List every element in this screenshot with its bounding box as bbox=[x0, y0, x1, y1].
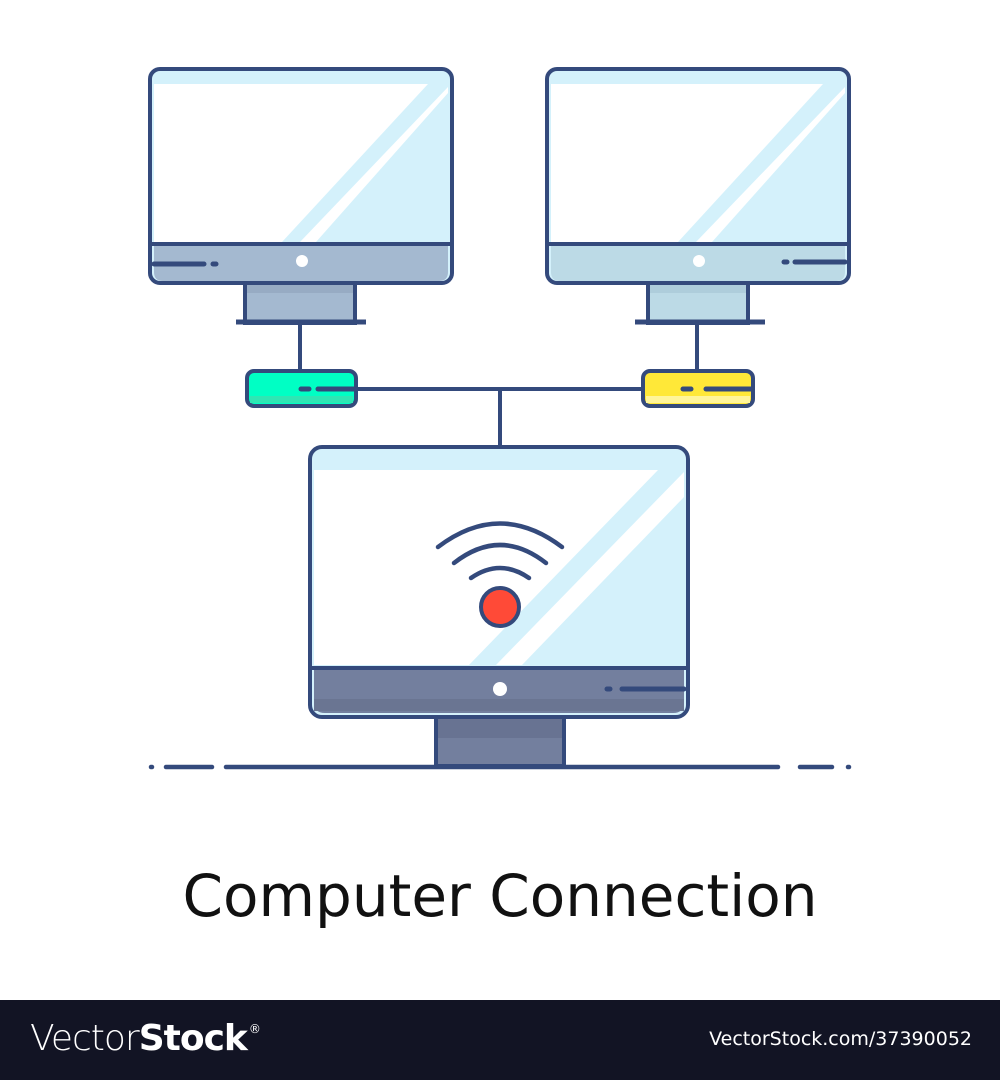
wifi-icon bbox=[435, 521, 565, 581]
monitor-right bbox=[545, 67, 851, 325]
network-connections bbox=[298, 323, 699, 447]
logo-text-light: Vector bbox=[30, 1018, 140, 1059]
watermark-footer: VectorStock® VectorStock.com/37390052 bbox=[0, 1000, 1000, 1080]
wifi-signal-dot bbox=[479, 586, 521, 628]
monitor-center bbox=[308, 445, 690, 768]
illustration-title: Computer Connection bbox=[182, 862, 818, 930]
vectorstock-logo: VectorStock® bbox=[30, 1018, 261, 1059]
network-device-left bbox=[245, 369, 358, 408]
image-reference: VectorStock.com/37390052 bbox=[709, 1028, 972, 1050]
computer-connection-illustration bbox=[148, 67, 852, 770]
registered-mark: ® bbox=[248, 1022, 261, 1036]
monitor-left bbox=[148, 67, 454, 325]
logo-text-bold: Stock bbox=[138, 1018, 248, 1059]
network-device-right bbox=[641, 369, 755, 408]
